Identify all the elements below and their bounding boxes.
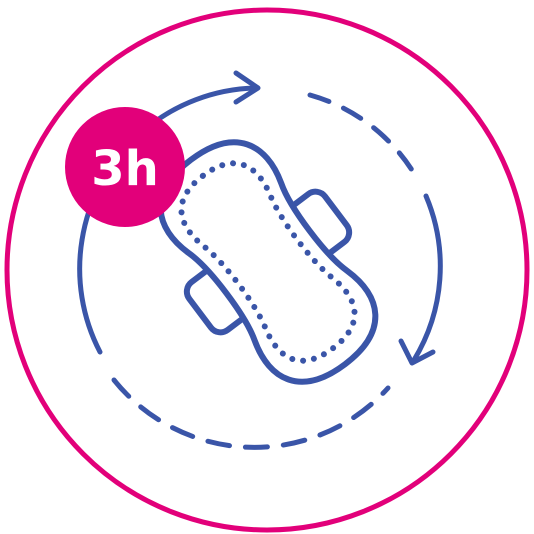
outer-circle-icon <box>4 7 530 533</box>
sanitary-pad-icon <box>157 139 379 385</box>
badge-label: 3h <box>91 141 159 197</box>
pad-dotted-stitch <box>178 160 358 364</box>
badge-circle <box>65 107 185 227</box>
top-arrow-head-icon <box>233 70 261 105</box>
right-dashed-arc <box>307 92 421 183</box>
right-arrow-head-icon <box>398 338 436 366</box>
pad-body <box>157 139 379 385</box>
bottom-dashed-arc <box>111 377 391 450</box>
left-solid-arc <box>77 237 103 355</box>
time-badge-icon: 3h <box>65 107 185 227</box>
right-solid-arc <box>411 193 443 363</box>
